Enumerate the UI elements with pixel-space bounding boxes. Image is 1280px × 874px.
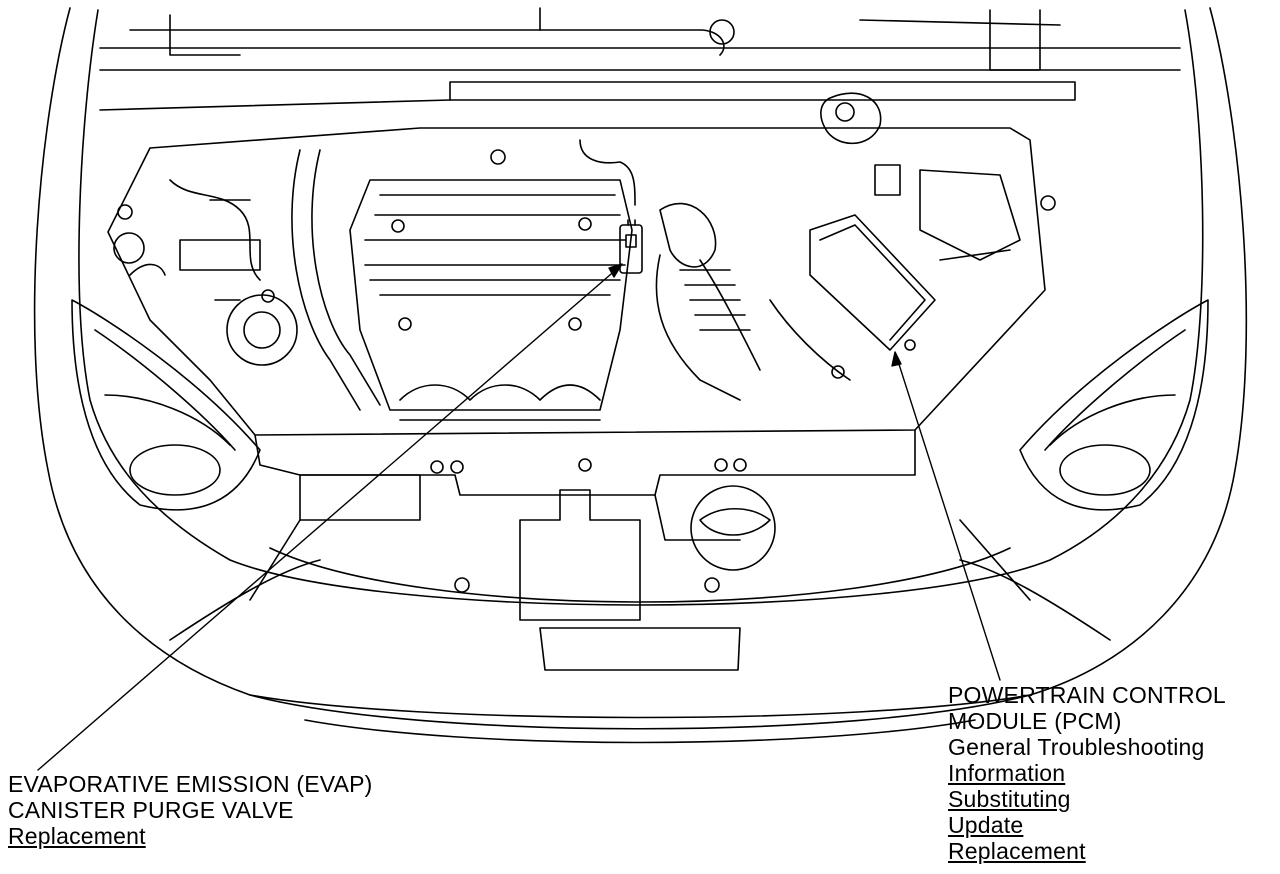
- left-side-components: [129, 149, 381, 411]
- vehicle-body-outline: [33, 7, 1248, 744]
- pcm-callout: POWERTRAIN CONTROL MODULE (PCM) General …: [948, 682, 1226, 864]
- evap-title-line1: EVAPORATIVE EMISSION (EVAP): [8, 771, 373, 797]
- evap-callout: EVAPORATIVE EMISSION (EVAP) CANISTER PUR…: [8, 771, 373, 849]
- evap-replacement-link[interactable]: Replacement: [8, 823, 146, 849]
- pcm-subtitle: General Troubleshooting: [948, 734, 1205, 760]
- evap-leader-line: [37, 267, 619, 771]
- pcm-update-link[interactable]: Update: [948, 812, 1024, 838]
- pcm-leader-line: [896, 357, 1001, 681]
- leader-lines: [37, 263, 1001, 771]
- pcm-information-link[interactable]: Information: [948, 760, 1066, 786]
- headlight-right: [1019, 299, 1209, 511]
- evap-leader-arrowhead: [608, 263, 623, 278]
- headlight-left: [71, 299, 261, 511]
- pcm-leader-arrowhead: [891, 351, 902, 367]
- cowl-and-wipers: [99, 7, 1181, 111]
- radiator-support: [249, 429, 1031, 671]
- evap-title-line2: CANISTER PURGE VALVE: [8, 797, 294, 823]
- evap-purge-valve: [619, 219, 643, 274]
- pcm-title-line1: POWERTRAIN CONTROL: [948, 682, 1226, 708]
- pcm-housing: [809, 214, 936, 351]
- engine-block: [349, 149, 633, 421]
- pcm-title-line2: MODULE (PCM): [948, 708, 1122, 734]
- right-side-components: [579, 139, 1021, 401]
- pcm-substituting-link[interactable]: Substituting: [948, 786, 1071, 812]
- pcm-replacement-link[interactable]: Replacement: [948, 838, 1086, 864]
- engine-compartment-frame: [107, 92, 1056, 436]
